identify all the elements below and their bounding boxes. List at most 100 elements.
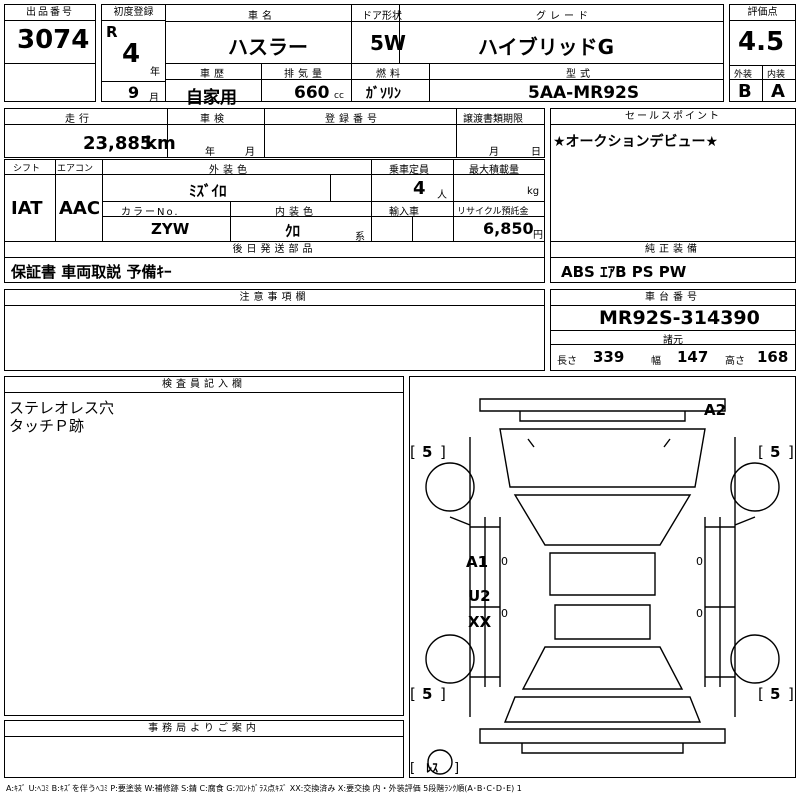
width: 147 (677, 348, 709, 366)
inspector-note-2: タッチＰ跡 (9, 417, 85, 435)
inspection-month-unit: 月 (245, 147, 255, 158)
spare-res: ﾚｽ (426, 761, 438, 775)
shift: IAT (11, 198, 43, 219)
displacement: 660 (294, 83, 330, 103)
zero-right-rear: 0 (696, 607, 703, 620)
fuel: ｶﾞｿﾘﾝ (366, 86, 401, 102)
car-name: ハスラー (228, 35, 308, 59)
inspector-label: 検査員記入欄 (5, 377, 403, 393)
history: 自家用 (186, 88, 237, 108)
later-parts-box: 後日発送部品 保証書 車両取説 予備ｷｰ (4, 241, 545, 283)
tire-rear-right: [ (758, 685, 764, 703)
tire-rear-left: [ (410, 685, 416, 703)
max-load-unit: kg (527, 186, 540, 197)
equipment-box: 純正装備 ABS ｴｱB PS PW (550, 241, 796, 283)
svg-text:]: ] (788, 443, 794, 461)
equipment-label: 純正装備 (551, 242, 795, 258)
car-name-label: 車名 (248, 11, 276, 22)
tire-front-right: [ (758, 443, 764, 461)
ext-color-label: 外装色 (209, 165, 251, 176)
later-parts: 保証書 車両取説 予備ｷｰ (11, 263, 172, 281)
length: 339 (593, 348, 625, 366)
recycle-label: リサイクル預託金 (457, 207, 529, 217)
equipment: ABS ｴｱB PS PW (561, 263, 687, 281)
color-number: ZYW (151, 220, 190, 238)
color-number-label: カラーNo. (121, 207, 180, 218)
score-label: 評価点 (730, 5, 795, 21)
int-color-label: 内装色 (275, 207, 317, 218)
vehicle-info-box: 車名 ハスラー ドア形状 5W グレード ハイブリッドG 車歴 自家用 排気量 … (165, 4, 724, 108)
height-label: 高さ (725, 356, 745, 367)
office-box: 事務局よりご案内 (4, 720, 404, 778)
svg-text:]: ] (440, 443, 446, 461)
door-type: 5W (370, 31, 406, 55)
damage-u2: U2 (468, 587, 491, 605)
interior-grade: A (771, 81, 785, 102)
aircon: AAC (59, 198, 101, 219)
shift-color-box: シフト IAT エアコン AAC 外装色 ﾐｽﾞｲﾛ 乗車定員 4 人 最大積載… (4, 159, 545, 243)
ext-color: ﾐｽﾞｲﾛ (189, 182, 227, 200)
damage-a1: A1 (466, 553, 488, 571)
inspection-label: 車検 (200, 114, 228, 125)
int-color: ｸﾛ (285, 222, 301, 240)
registration-number-label: 登録番号 (325, 114, 381, 125)
shift-label: シフト (13, 164, 41, 174)
damage-a2: A2 (704, 401, 726, 419)
first-registration-month: 9 (128, 83, 140, 102)
first-registration-label: 初度登録 (102, 5, 165, 21)
recycle-unit: 円 (533, 230, 543, 241)
score-box: 評価点 4.5 外装 内装 B A (729, 4, 796, 102)
first-registration-year: 4 (122, 39, 141, 69)
capacity: 4 (413, 178, 426, 199)
first-registration-month-unit: 月 (149, 93, 159, 104)
caution-label: 注意事項欄 (5, 290, 544, 306)
import-label: 輸入車 (389, 207, 419, 218)
width-label: 幅 (651, 356, 661, 367)
chassis-number: MR92S-314390 (599, 307, 760, 329)
interior-label: 内装 (767, 70, 786, 80)
recycle-fee: 6,850 (483, 219, 534, 238)
length-label: 長さ (557, 356, 577, 367)
svg-text:]: ] (788, 685, 794, 703)
exterior-grade: B (738, 81, 752, 102)
int-color-unit: 系 (355, 232, 365, 243)
transfer-day-unit: 日 (531, 147, 541, 158)
transfer-month-unit: 月 (489, 147, 499, 158)
inspector-note-1: ステレオレス穴 (9, 399, 115, 417)
capacity-label: 乗車定員 (389, 165, 429, 176)
model: 5AA-MR92S (528, 83, 640, 103)
tire-fr-value: 5 (770, 443, 780, 461)
chassis-label: 車台番号 (551, 290, 795, 306)
sales-point: ★オークションデビュー★ (553, 134, 719, 150)
later-parts-label: 後日発送部品 (5, 242, 544, 258)
door-label: ドア形状 (362, 11, 402, 22)
tire-rl-value: 5 (422, 685, 432, 703)
legend: A:ｷｽﾞ U:ﾍｺﾐ B:ｷｽﾞを伴うﾍｺﾐ P:要塗装 W:補修跡 S:錆 … (6, 784, 522, 793)
zero-left-rear: 0 (501, 607, 508, 620)
capacity-unit: 人 (437, 190, 447, 201)
lot-number: 3074 (17, 25, 90, 55)
first-registration-year-unit: 年 (150, 67, 160, 78)
zero-right-front: 0 (696, 555, 703, 568)
model-label: 型式 (566, 69, 594, 80)
history-label: 車歴 (200, 69, 228, 80)
caution-box: 注意事項欄 (4, 289, 545, 371)
spare-bracket-open: [ (410, 761, 415, 776)
displacement-label: 排気量 (284, 69, 326, 80)
svg-text:]: ] (454, 761, 459, 776)
first-registration-era: R (106, 23, 118, 41)
inspection-year-unit: 年 (205, 147, 215, 158)
tire-front-left: [ (410, 443, 416, 461)
damage-diagram: [ 5 ] [ 5 ] [ 5 ] [ 5 ] A2 A1 U2 XX 0 0 … (409, 376, 796, 778)
displacement-unit: cc (334, 91, 344, 101)
car-outline: [ 5 ] [ 5 ] [ 5 ] [ 5 ] A2 A1 U2 XX 0 0 … (410, 398, 794, 776)
mileage: 23,885 (83, 133, 153, 154)
zero-left-front: 0 (501, 555, 508, 568)
lot-number-label: 出品番号 (5, 5, 95, 21)
mileage-box: 走行 23,885 km 車検 年 月 登録番号 譲渡書類期限 月 日 (4, 108, 545, 158)
grade: ハイブリッドG (478, 35, 615, 59)
height: 168 (757, 348, 789, 366)
transfer-doc-label: 譲渡書類期限 (463, 114, 523, 125)
inspector-box: 検査員記入欄 ステレオレス穴 タッチＰ跡 (4, 376, 404, 716)
svg-text:]: ] (440, 685, 446, 703)
